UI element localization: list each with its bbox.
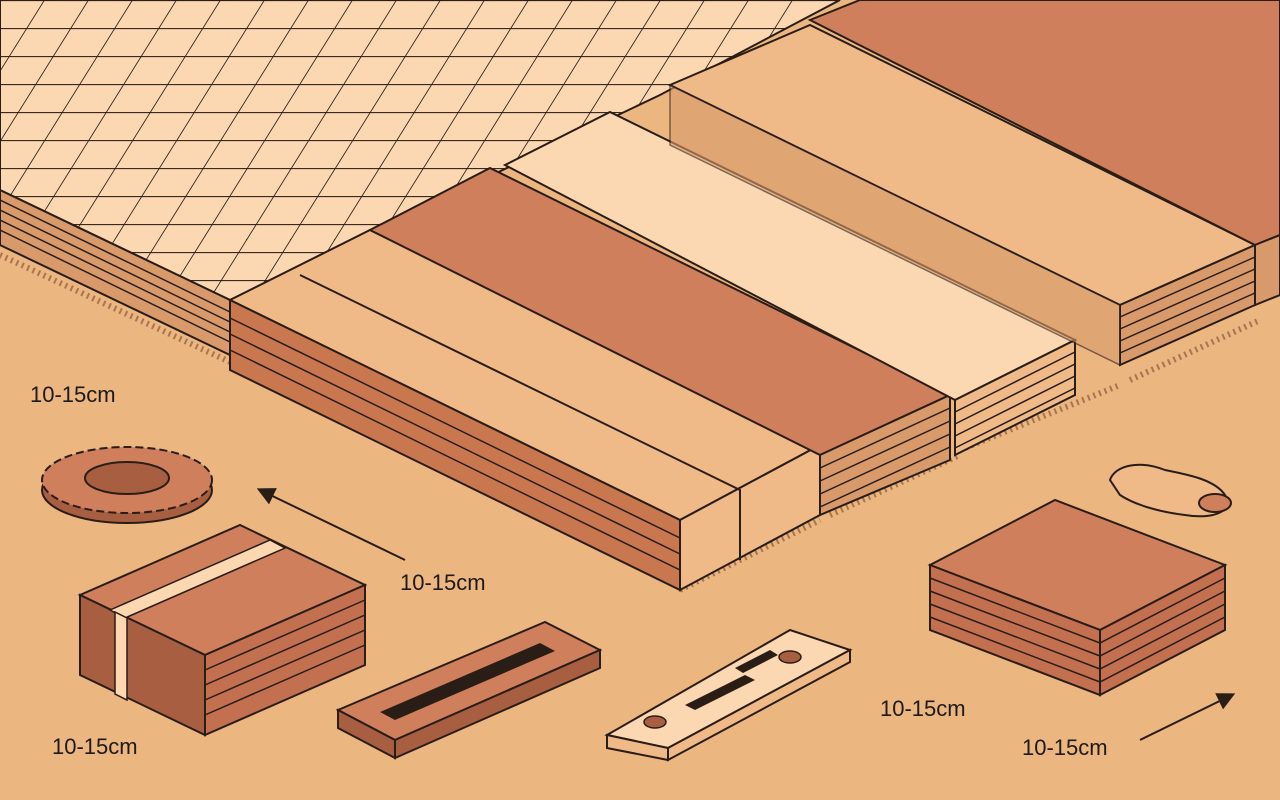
dimension-label-brick: 10-15cm [52, 734, 138, 759]
grass-fringe [0, 252, 1262, 593]
tan-slab-right [667, 23, 1258, 367]
slotted-tray-icon [335, 620, 603, 760]
gear-disc-icon [41, 446, 213, 524]
dimension-label-center: 10-15cm [400, 570, 486, 595]
tile-stack [927, 498, 1228, 697]
dimension-label-tile: 10-15cm [880, 696, 966, 721]
tan-slab-left [227, 228, 823, 592]
arrow-up-left-icon [256, 488, 406, 561]
tag-blob-icon [1108, 463, 1232, 518]
arrow-up-right-icon [1139, 693, 1236, 741]
dimension-label-right: 10-15cm [1022, 735, 1108, 760]
brick-block [77, 523, 368, 737]
cream-slab [502, 110, 1078, 457]
dimension-label-left: 10-15cm [30, 382, 116, 407]
terracotta-slab-far [807, 0, 1280, 307]
spirit-level-icon [604, 628, 853, 762]
